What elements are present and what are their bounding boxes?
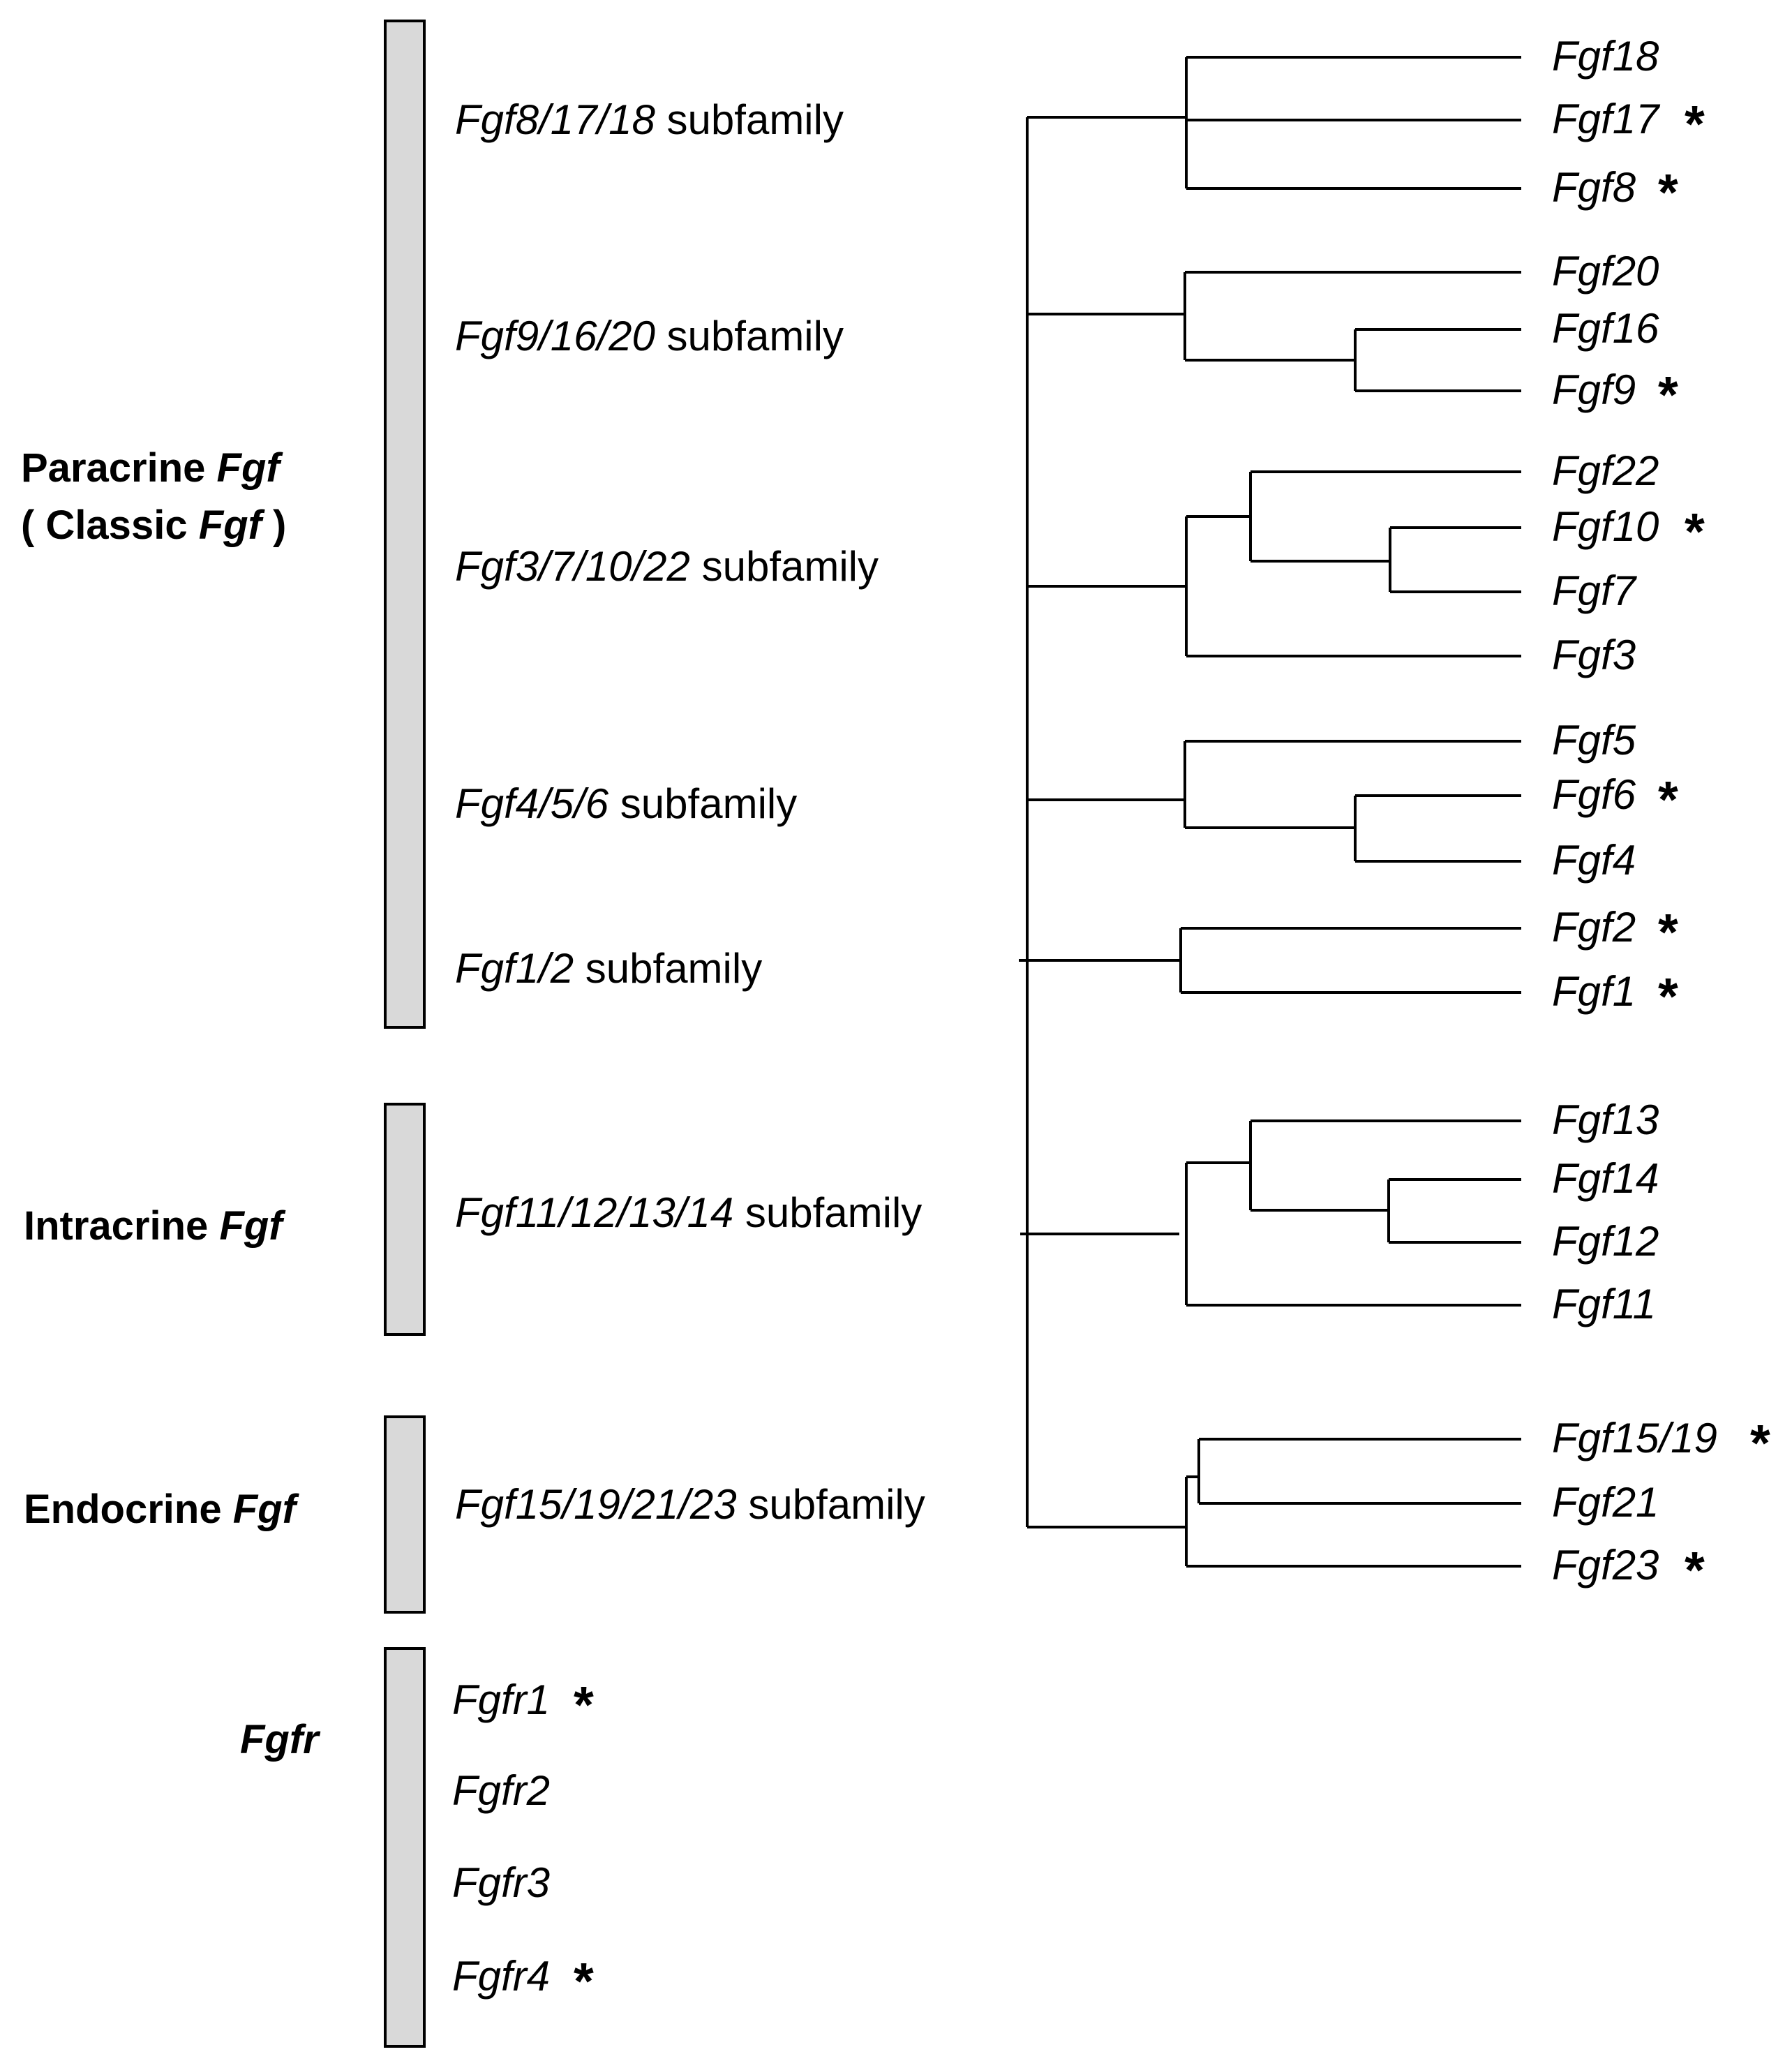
subfamily-label: Fgf8/17/18 subfamily xyxy=(455,96,844,143)
leaf-label: Fgf21 xyxy=(1552,1479,1659,1526)
leaf-star: * xyxy=(1685,95,1705,153)
fgfr-label: Fgfr xyxy=(240,1717,321,1762)
phylogenetic-tree xyxy=(1019,56,1521,1568)
intracrine-label: Intracrine Fgf xyxy=(24,1203,286,1249)
subfamily-label: Fgf4/5/6 subfamily xyxy=(455,780,797,827)
receptor-star: * xyxy=(574,1676,594,1734)
leaf-star: * xyxy=(1658,903,1678,961)
leaf-label: Fgf8 xyxy=(1552,164,1636,211)
leaf-label: Fgf15/19 xyxy=(1552,1415,1717,1461)
leaf-label: Fgf18 xyxy=(1552,33,1659,80)
receptor-label: Fgfr3 xyxy=(452,1859,550,1906)
leaf-star: * xyxy=(1685,503,1705,560)
leaf-label: Fgf13 xyxy=(1552,1096,1659,1143)
leaf-label: Fgf14 xyxy=(1552,1155,1659,1202)
paracrine-group-bar xyxy=(384,20,426,1029)
leaf-label: Fgf10 xyxy=(1552,503,1659,550)
receptor-label: Fgfr2 xyxy=(452,1767,550,1814)
subfamily-label: Fgf15/19/21/23 subfamily xyxy=(455,1481,925,1528)
leaf-label: Fgf16 xyxy=(1552,305,1659,352)
leaf-label: Fgf12 xyxy=(1552,1218,1659,1265)
endocrine-group-bar xyxy=(384,1415,426,1614)
leaf-label: Fgf6 xyxy=(1552,771,1636,818)
subfamily-label: Fgf1/2 subfamily xyxy=(455,945,762,992)
intracrine-group-bar xyxy=(384,1103,426,1336)
leaf-label: Fgf11 xyxy=(1552,1281,1656,1327)
leaf-label: Fgf22 xyxy=(1552,447,1659,494)
endocrine-label: Endocrine Fgf xyxy=(24,1487,300,1532)
leaf-label: Fgf2 xyxy=(1552,904,1636,951)
leaf-star: * xyxy=(1750,1414,1770,1472)
leaf-label: Fgf7 xyxy=(1552,567,1638,614)
leaf-star: * xyxy=(1685,1541,1705,1599)
leaf-label: Fgf23 xyxy=(1552,1542,1659,1588)
subfamily-label: Fgf9/16/20 subfamily xyxy=(455,313,844,359)
leaf-label: Fgf20 xyxy=(1552,248,1659,295)
subfamily-label: Fgf3/7/10/22 subfamily xyxy=(455,543,879,590)
receptor-label: Fgfr1 xyxy=(452,1676,550,1723)
leaf-label: Fgf9 xyxy=(1552,366,1636,413)
subfamily-label: Fgf11/12/13/14 subfamily xyxy=(455,1189,922,1236)
leaf-label: Fgf3 xyxy=(1552,632,1636,678)
receptor-star: * xyxy=(574,1952,594,2010)
classic-label: ( Classic Fgf ) xyxy=(21,503,286,548)
fgfr-group-bar xyxy=(384,1647,426,2048)
receptor-label: Fgfr4 xyxy=(452,1953,550,2000)
leaf-label: Fgf4 xyxy=(1552,837,1636,884)
leaf-star: * xyxy=(1658,771,1678,828)
leaf-label: Fgf1 xyxy=(1552,968,1636,1015)
leaf-label: Fgf5 xyxy=(1552,717,1636,764)
leaf-labels: Fgf18 Fgf17 * Fgf8 * Fgf20 Fgf16 Fgf9 * … xyxy=(1552,33,1770,1599)
leaf-star: * xyxy=(1658,967,1678,1025)
leaf-star: * xyxy=(1658,366,1678,424)
paracrine-label: Paracrine Fgf xyxy=(21,445,283,491)
leaf-star: * xyxy=(1658,163,1678,221)
leaf-label: Fgf17 xyxy=(1552,96,1661,142)
